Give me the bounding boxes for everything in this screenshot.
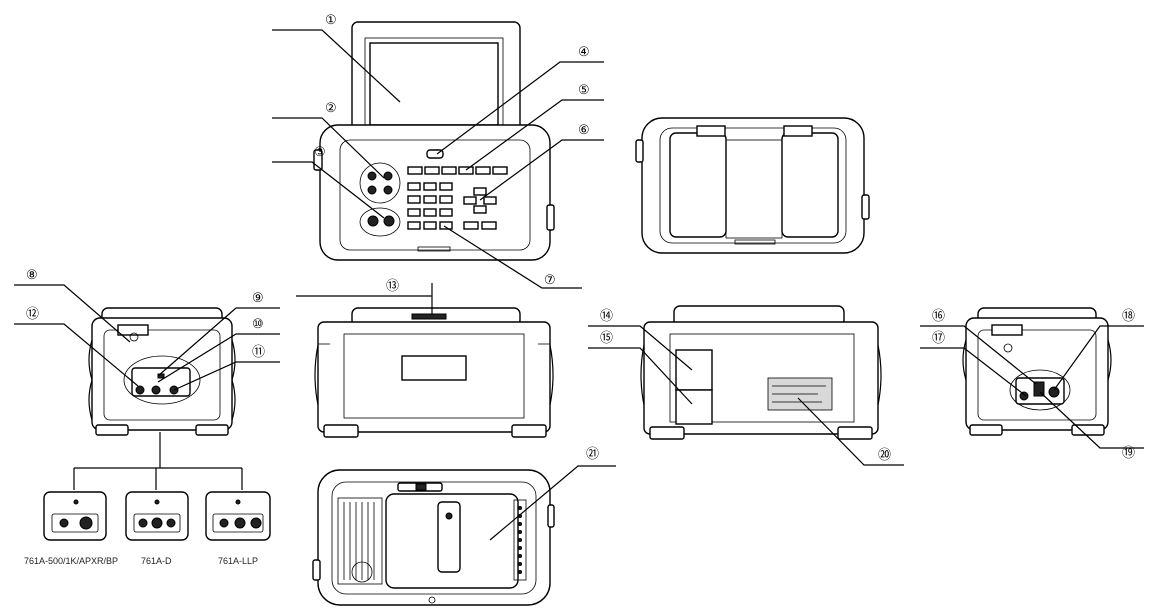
callout-1: ① xyxy=(325,12,337,27)
variant-label-llp: 761A-LLP xyxy=(218,556,259,566)
callout-9: ⑨ xyxy=(252,290,264,305)
back-view xyxy=(635,117,870,254)
vent-grille xyxy=(337,497,383,585)
callout-17: ⑰ xyxy=(932,330,945,345)
callout-13: ⑬ xyxy=(386,278,399,293)
rear-edge-view xyxy=(640,305,882,440)
callout-7: ⑦ xyxy=(544,272,556,287)
bottom-view xyxy=(312,469,555,606)
callout-18: ⑱ xyxy=(1122,308,1135,323)
callout-2: ② xyxy=(325,100,337,115)
callout-labels: ① ② ③ ④ ⑤ ⑥ ⑦ ⑧ ⑨ ⑩ ⑪ ⑫ ⑬ ⑭ ⑮ ⑯ ⑰ ⑱ ⑲ ⑳ … xyxy=(26,12,1135,462)
callout-11: ⑪ xyxy=(252,344,265,359)
callout-3: ③ xyxy=(314,144,326,159)
callout-21: ㉑ xyxy=(586,446,599,461)
callout-6: ⑥ xyxy=(578,122,590,137)
function-key-cluster xyxy=(359,162,401,204)
terminal-cluster xyxy=(359,207,401,237)
callout-16: ⑯ xyxy=(932,308,945,323)
display-screen xyxy=(369,42,499,126)
front-body xyxy=(319,124,551,261)
left-side-view xyxy=(73,307,243,490)
leader-lines xyxy=(14,29,1144,541)
callout-10: ⑩ xyxy=(252,316,264,331)
callout-12: ⑫ xyxy=(26,306,39,321)
callout-14: ⑭ xyxy=(600,308,613,323)
right-side-view xyxy=(962,307,1112,436)
front-view xyxy=(313,21,555,261)
variant-label-d: 761A-D xyxy=(141,556,172,566)
callout-4: ④ xyxy=(578,44,590,59)
contact-strip xyxy=(513,499,527,581)
callout-19: ⑲ xyxy=(1122,445,1135,460)
variant-panels xyxy=(43,491,271,541)
keypad xyxy=(407,166,508,230)
callout-8: ⑧ xyxy=(26,267,38,282)
callout-20: ⑳ xyxy=(878,447,891,462)
callout-15: ⑮ xyxy=(600,330,613,345)
top-edge-view xyxy=(314,307,554,438)
variant-label-standard: 761A-500/1K/APXR/BP xyxy=(24,556,119,566)
callout-5: ⑤ xyxy=(578,82,590,97)
